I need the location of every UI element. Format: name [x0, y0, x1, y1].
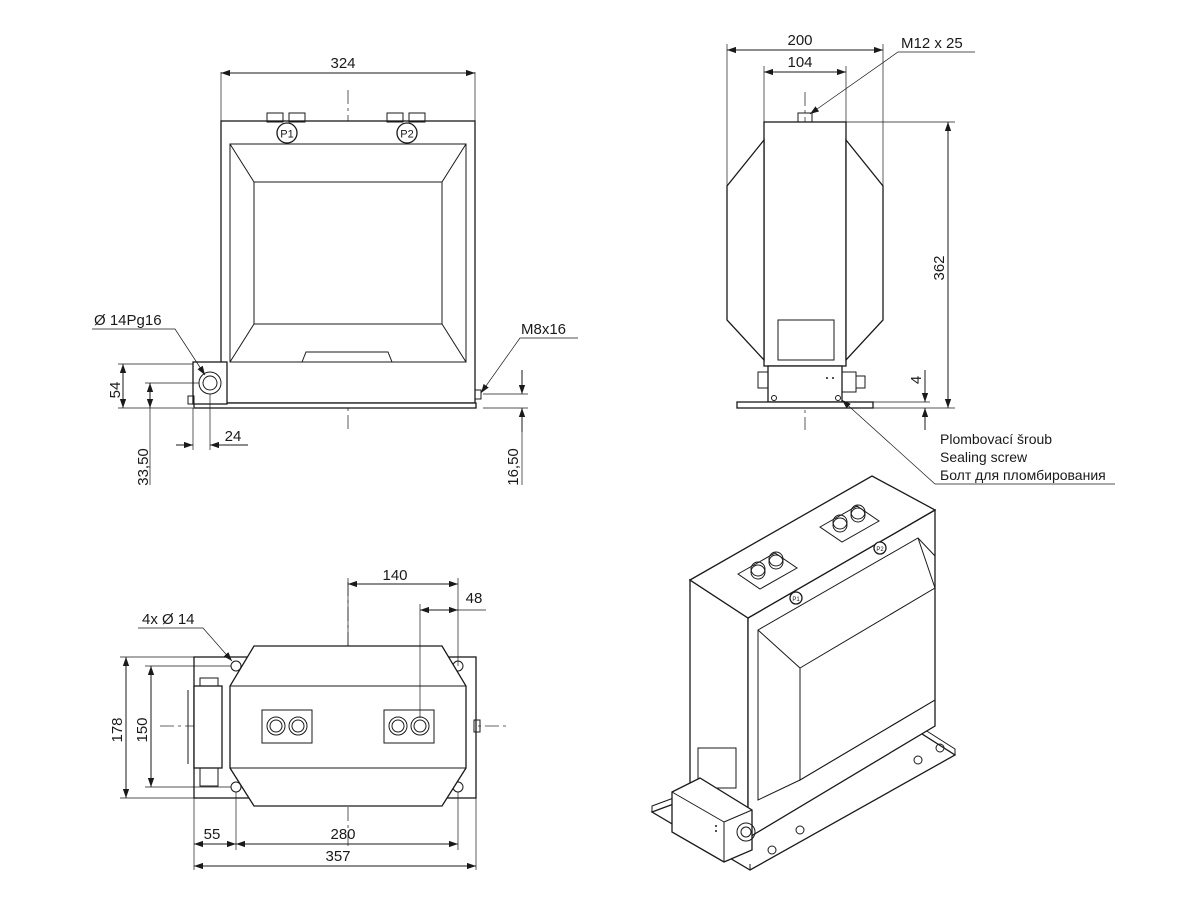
dim-280: 280	[330, 826, 355, 843]
sealing-note-ru: Болт для пломбирования	[940, 467, 1106, 483]
side-terminal-box	[767, 365, 843, 403]
front-bolt	[474, 389, 482, 400]
front-terminals: P1 P2	[266, 112, 426, 144]
front-base-plate	[193, 402, 477, 409]
dim-4: 4	[908, 376, 925, 384]
front-view: P1 P2 324 Ø 14Pg16 M8x16 54 33,50	[92, 55, 578, 486]
front-housing	[220, 120, 476, 404]
dim-140: 140	[382, 567, 407, 584]
bolt-label: M8x16	[521, 321, 566, 338]
dim-104: 104	[787, 54, 812, 71]
side-label-plate	[777, 319, 835, 361]
dim-200: 200	[787, 32, 812, 49]
iso-p1-label: P1	[792, 597, 800, 603]
iso-terminal-pad-p2	[819, 505, 880, 543]
terminal-group-p2	[383, 709, 435, 744]
p1-label: P1	[280, 129, 293, 141]
top-terminal-box	[193, 685, 223, 769]
sealing-note-cz: Plombovací šroub	[940, 431, 1052, 447]
iso-p1-marker	[789, 591, 803, 605]
dim-357: 357	[325, 848, 350, 865]
dim-362: 362	[931, 255, 948, 280]
isometric-view: P1 P2	[650, 475, 957, 871]
dim-55: 55	[204, 826, 221, 843]
side-base-plate	[736, 401, 874, 409]
top-housing	[229, 645, 467, 807]
dim-54: 54	[107, 382, 124, 399]
iso-p2-label: P2	[876, 547, 884, 553]
sealing-note-en: Sealing screw	[940, 449, 1028, 465]
side-right-wing	[845, 138, 884, 362]
dim-48: 48	[466, 590, 483, 607]
gland-label: Ø 14Pg16	[94, 312, 162, 329]
iso-window	[799, 587, 936, 781]
dim-324: 324	[330, 55, 355, 72]
iso-gland	[736, 822, 756, 842]
p2-label: P2	[400, 129, 413, 141]
terminal-group-p1	[261, 709, 313, 744]
side-top-screw	[797, 112, 813, 123]
p2-marker-circle	[396, 122, 418, 144]
front-window-notch	[301, 351, 393, 363]
dim-33-50: 33,50	[135, 448, 152, 486]
side-view: 200 104 M12 x 25 362 4 Plombovací šroub …	[726, 32, 1115, 485]
iso-p2-marker	[873, 541, 887, 555]
iso-terminal-box	[671, 777, 753, 863]
holes-label: 4x Ø 14	[142, 611, 195, 628]
dim-24: 24	[225, 428, 242, 445]
side-left-wing	[726, 138, 765, 362]
top-view: 140 48 4x Ø 14 178 150 55 280 357	[109, 567, 510, 870]
dim-16-50: 16,50	[505, 448, 522, 486]
iso-terminal-pad-p1	[737, 552, 798, 590]
thread-label: M12 x 25	[901, 35, 963, 52]
p1-marker-circle	[276, 122, 298, 144]
dim-150: 150	[134, 717, 151, 742]
dim-178: 178	[109, 717, 126, 742]
